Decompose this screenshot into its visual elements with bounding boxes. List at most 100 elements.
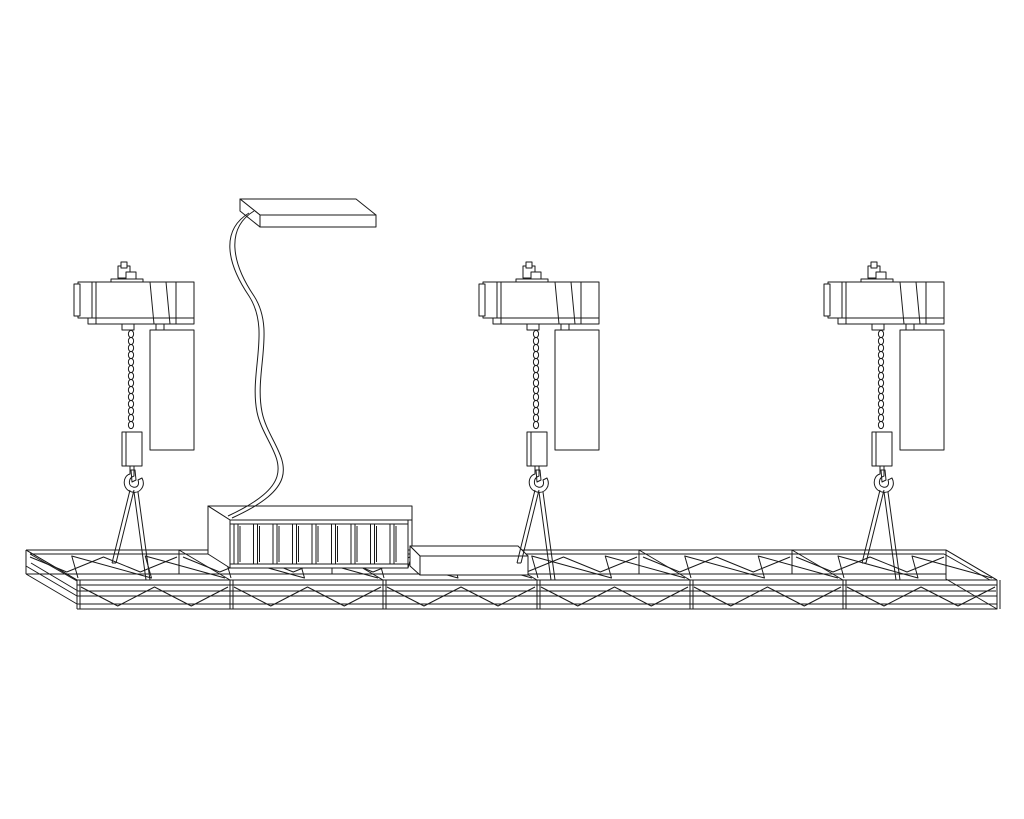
chain-link [533, 421, 538, 428]
chain-link [878, 421, 883, 428]
chain-link [533, 365, 538, 372]
hoist-hook-block [122, 432, 142, 466]
chain-link [533, 358, 538, 365]
hoist-hook-latch [536, 470, 541, 482]
hoist-hook [874, 466, 893, 492]
chain-link [533, 400, 538, 407]
chain-link [128, 400, 133, 407]
chain-link [128, 365, 133, 372]
hoist-hook [124, 466, 143, 492]
chain-link [878, 337, 883, 344]
truss-front-lacing [234, 587, 381, 606]
chain-link [128, 344, 133, 351]
hoist-sling [517, 490, 555, 580]
chain-hoist [824, 262, 944, 580]
chain-link [128, 407, 133, 414]
cable-box-slat [312, 524, 316, 564]
hoist-hook-latch [131, 470, 136, 482]
sling-right [884, 492, 900, 580]
sling-left [862, 490, 884, 563]
hoist-hook-block [527, 432, 547, 466]
cable-box-slat [351, 524, 355, 564]
truss-left-top-inner [30, 554, 77, 581]
chain-link [878, 407, 883, 414]
truss-front-lacing [387, 587, 535, 606]
hoist-body-band-right [555, 282, 575, 324]
chain-hoist [479, 262, 599, 580]
chain-hoist [74, 262, 194, 580]
hoist-bag-hook [906, 324, 914, 330]
sling-right [539, 492, 555, 580]
chain-link [878, 365, 883, 372]
hoists [74, 262, 944, 580]
truss-back-lacing [30, 557, 177, 572]
hoist-hook-latch [881, 470, 886, 482]
chain-link [533, 344, 538, 351]
chain-link [128, 358, 133, 365]
truss-front-lacing [847, 587, 995, 606]
cable-box-slat [254, 524, 258, 564]
control-box-top [240, 199, 376, 215]
truss-back-lacing [796, 557, 944, 572]
hoist-chain-outlet [527, 324, 539, 330]
chain-link [878, 358, 883, 365]
truss-top-lacing [532, 556, 685, 578]
cable-box [208, 506, 412, 568]
chain-link [878, 393, 883, 400]
truss-lacing [30, 556, 995, 606]
sling-right [134, 492, 150, 580]
hoist-body-band-right [900, 282, 920, 324]
hoist-end-cap-left-outer [479, 284, 485, 316]
chain-link [128, 393, 133, 400]
truss-joint-top [792, 550, 843, 580]
chain-link [533, 393, 538, 400]
panel-block-face [420, 556, 528, 575]
hoist-chain [533, 330, 538, 428]
hoist-end-cap-left-outer [74, 284, 80, 316]
sling-ends [517, 563, 555, 580]
chain-link [878, 372, 883, 379]
cable-box-slat [234, 524, 238, 564]
sling-left [112, 490, 134, 563]
hoist-chain-bag [555, 330, 599, 450]
truss-top-lacing [685, 556, 838, 578]
cable-box-side [208, 506, 230, 568]
chain-link [878, 386, 883, 393]
chain-link [128, 421, 133, 428]
box-truss [26, 550, 1000, 609]
truss-top-lacing [72, 556, 225, 578]
chain-link [878, 330, 883, 337]
hoist-sling [862, 490, 900, 580]
cable-box-slat [293, 524, 297, 564]
hoist-top-eye [526, 262, 532, 268]
chain-link [533, 379, 538, 386]
chain-link [128, 414, 133, 421]
hoist-chain-bag [900, 330, 944, 450]
cable-box-slat [273, 524, 277, 564]
hoist-chain-outlet [872, 324, 884, 330]
hoist-bag-hook [156, 324, 164, 330]
sling-ends [112, 563, 150, 580]
truss-front-lacing [81, 587, 228, 606]
hoist-sling [112, 490, 150, 580]
truss-front-lacing [541, 587, 688, 606]
chain-link [878, 414, 883, 421]
chain-link [878, 400, 883, 407]
chain-link [128, 351, 133, 358]
truss-back-lacing [643, 557, 790, 572]
panel-block-top [410, 546, 528, 556]
chain-link [533, 386, 538, 393]
control-box-face [260, 215, 376, 227]
hoist-top-eye [121, 262, 127, 268]
truss-joint-top [946, 550, 997, 580]
chain-link [533, 337, 538, 344]
chain-link [128, 330, 133, 337]
cable-box-top [208, 506, 412, 520]
chain-link [128, 372, 133, 379]
chain-link [128, 337, 133, 344]
control-cable [228, 211, 283, 518]
hoist-top-eye [871, 262, 877, 268]
chain-link [128, 379, 133, 386]
chain-link [533, 372, 538, 379]
